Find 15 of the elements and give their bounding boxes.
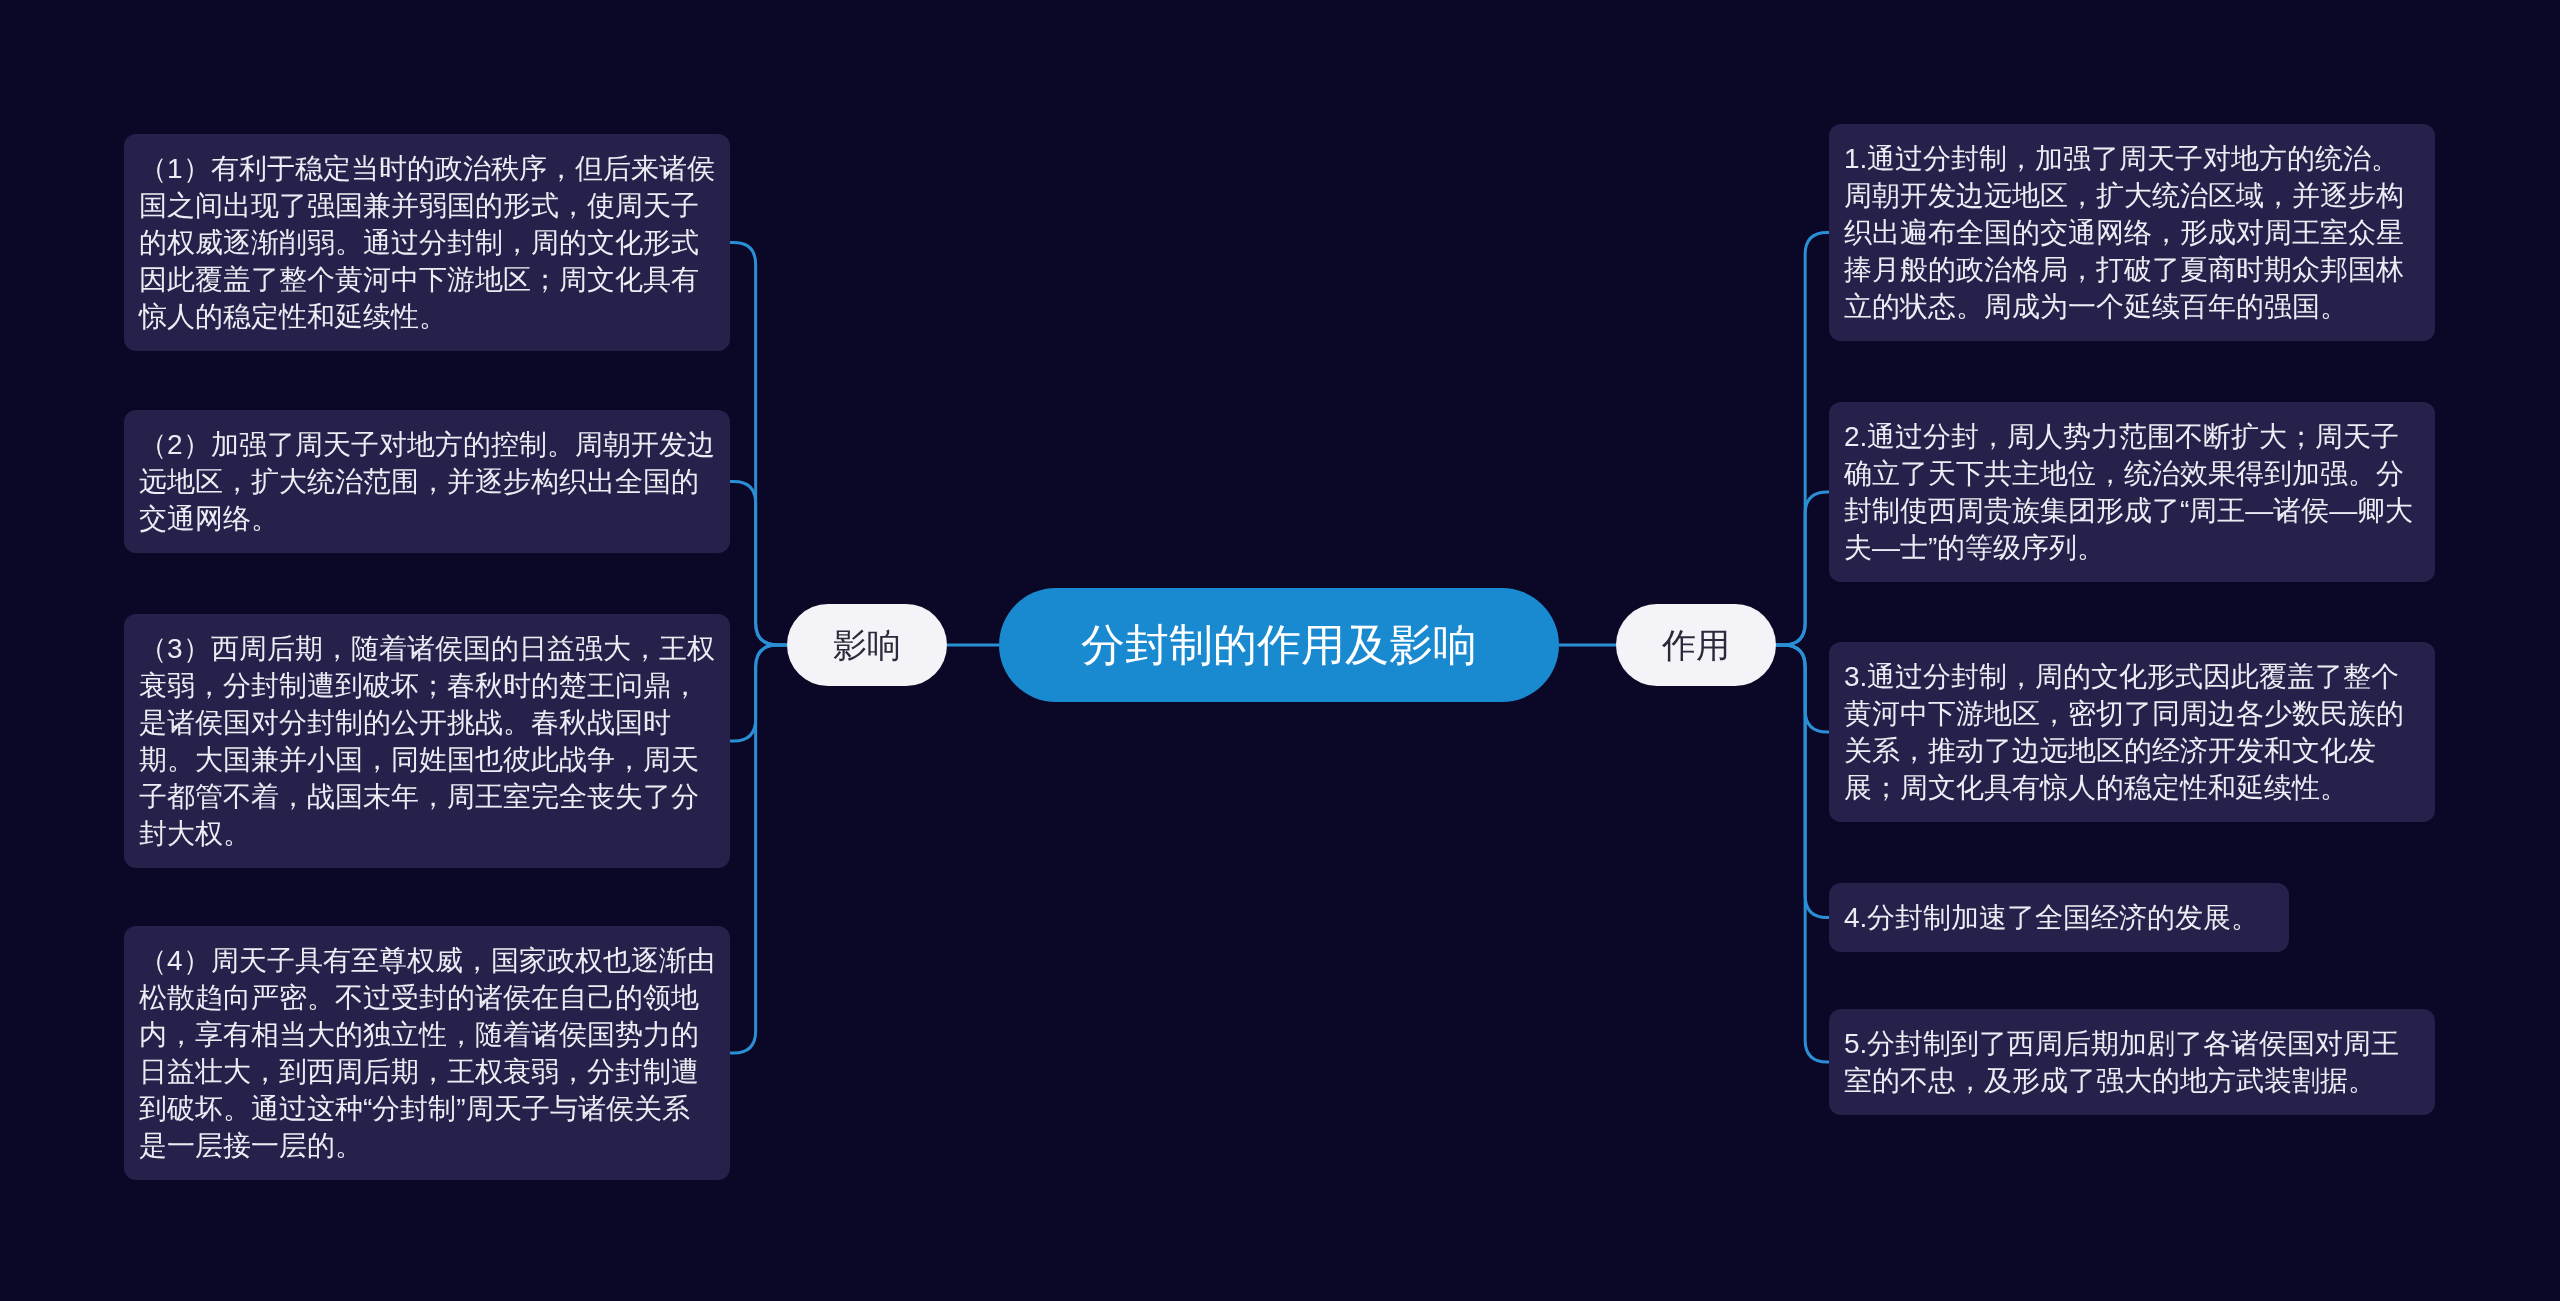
topic-box: （4）周天子具有至尊权威，国家政权也逐渐由松散趋向严密。不过受封的诸侯在自己的领地内，享有相当大的独立性，随着诸侯国势力的日益壮大，到西周后期，王权衰弱，分封制遭到破坏。通过这种“分封制”周天子与诸侯关系是一层接一层的。	[124, 926, 730, 1180]
connector-line	[1559, 643, 1616, 647]
topic-box: 1.通过分封制，加强了周天子对地方的统治。周朝开发边远地区，扩大统治区域，并逐步构织出遍布全国的交通网络，形成对周王室众星捧月般的政治格局，打破了夏商时期众邦国林立的状态。周成为一个延续百年的强国。	[1829, 124, 2435, 341]
connector-line	[947, 643, 999, 647]
central-topic: 分封制的作用及影响	[999, 588, 1559, 702]
topic-box: （3）西周后期，随着诸侯国的日益强大，王权衰弱，分封制遭到破坏；春秋时的楚王问鼎，是诸侯国对分封制的公开挑战。春秋战国时期。大国兼并小国，同姓国也彼此战争，周天子都管不着，战国末年，周王室完全丧失了分封大权。	[124, 614, 730, 868]
topic-box: （2）加强了周天子对地方的控制。周朝开发边远地区，扩大统治范围，并逐步构织出全国的交通网络。	[124, 410, 730, 553]
topic-box: 2.通过分封，周人势力范围不断扩大；周天子确立了天下共主地位，统治效果得到加强。分封制使西周贵族集团形成了“周王—诸侯—卿大夫—士”的等级序列。	[1829, 402, 2435, 582]
topic-box: 5.分封制到了西周后期加剧了各诸侯国对周王室的不忠，及形成了强大的地方武装割据。	[1829, 1009, 2435, 1115]
branch-topic: 影响	[787, 604, 947, 686]
topic-box: 3.通过分封制，周的文化形式因此覆盖了整个黄河中下游地区，密切了同周边各少数民族的关系，推动了边远地区的经济开发和文化发展；周文化具有惊人的稳定性和延续性。	[1829, 642, 2435, 822]
topic-box: 4.分封制加速了全国经济的发展。	[1829, 883, 2289, 952]
topic-box: （1）有利于稳定当时的政治秩序，但后来诸侯国之间出现了强国兼并弱国的形式，使周天子的权威逐渐削弱。通过分封制，周的文化形式因此覆盖了整个黄河中下游地区；周文化具有惊人的稳定性和延续性。	[124, 134, 730, 351]
connector-line	[1776, 643, 1830, 1064]
branch-topic: 作用	[1616, 604, 1776, 686]
